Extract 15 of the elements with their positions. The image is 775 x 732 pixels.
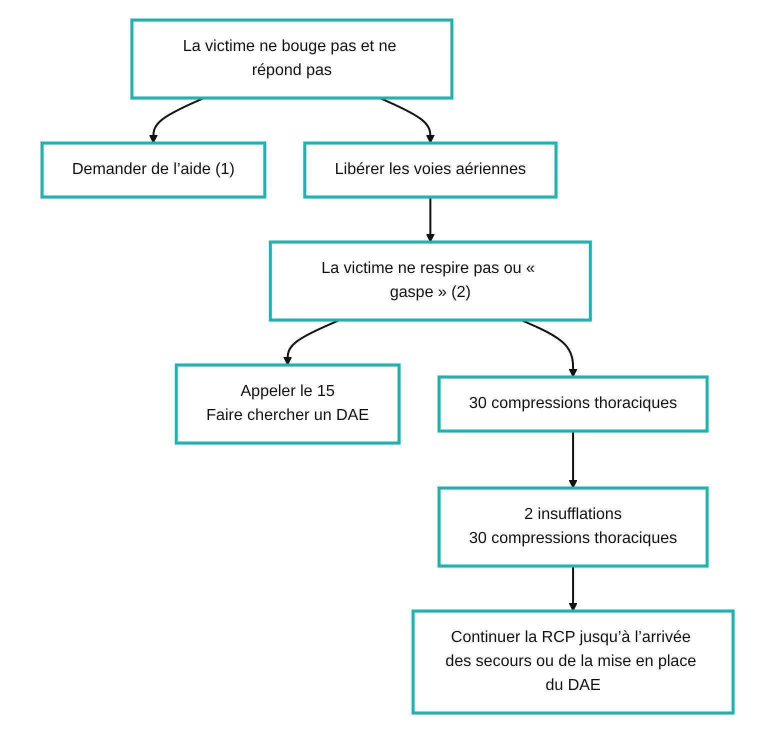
node-box: La victime ne bouge pas et ne répond pas — [130, 18, 454, 99]
node-box: 30 compressions thoraciques — [437, 375, 709, 432]
arrow — [283, 318, 340, 365]
node-box: Demander de l’aide (1) — [40, 141, 266, 198]
node-box: Appeler le 15 Faire chercher un DAE — [174, 363, 400, 444]
arrow — [520, 318, 578, 377]
arrow — [568, 430, 578, 488]
node-box: Libérer les voies aériennes — [303, 141, 558, 198]
node-box: Continuer la RCP jusqu’à l’arrivée des secours ou de la mise en place du DAE — [412, 608, 735, 714]
arrow — [426, 196, 435, 242]
arrow — [379, 96, 435, 143]
node-box: La victime ne respire pas ou « gaspe » (2) — [268, 240, 592, 321]
arrow — [568, 566, 578, 611]
node-box: 2 insufflations 30 compressions thoraciques — [437, 486, 709, 567]
arrow — [148, 96, 204, 143]
